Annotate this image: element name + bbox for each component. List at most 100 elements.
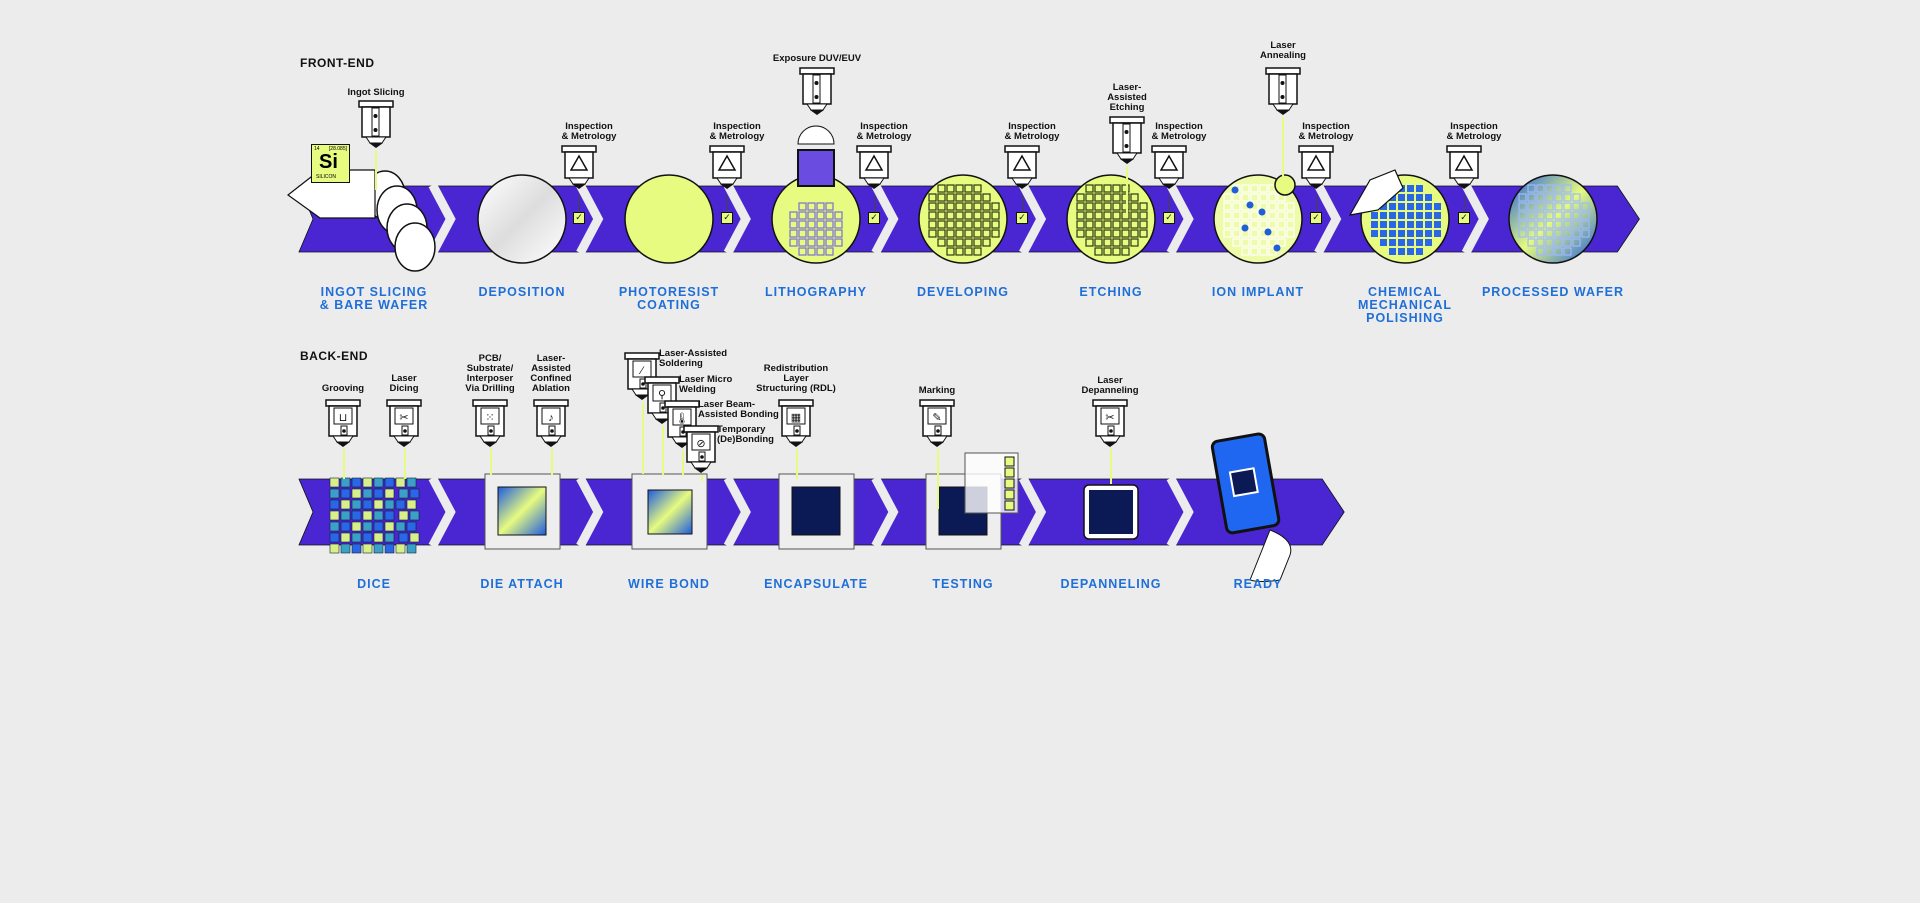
step-developing: DEVELOPING [917,285,1009,299]
die-cell [1554,184,1563,193]
inspection-line [1022,195,1023,213]
die-cell [1416,194,1423,201]
chevron-divider [428,475,456,549]
inspection-shape [1298,145,1334,189]
die-cell [1536,229,1545,238]
die-cell [1572,202,1581,211]
die-cell [964,247,973,256]
die-piece [398,510,409,521]
die-cell [1241,184,1250,193]
tool-label-soldering: Laser-Assisted Soldering [659,348,728,369]
die-cell [1130,211,1139,220]
die-cell [1545,184,1554,193]
die-cell [1094,211,1103,220]
laser-beam [1110,449,1112,484]
svg-text:⁙: ⁙ [485,412,494,424]
die-cell [1425,239,1432,246]
inspection-shape [1004,145,1040,189]
die-cell [982,220,991,229]
die-cell [964,193,973,202]
die-cell [1389,221,1396,228]
die-piece [362,543,373,554]
step-ion-implant: ION IMPLANT [1211,285,1305,299]
die-cell [798,238,807,247]
die-cell [1389,203,1396,210]
die-piece [409,532,420,543]
die-cell [1241,193,1250,202]
die-cell [1250,211,1259,220]
tool-label-laser-etching: Laser- Assisted Etching [1107,82,1147,113]
die-cell [928,211,937,220]
die-cell [955,184,964,193]
die-cell [1085,193,1094,202]
die-cell [1398,248,1405,255]
die-cell [1103,202,1112,211]
tool-label-laser-dicing: Laser Dicing [389,373,419,394]
die-cell [1554,211,1563,220]
tool-label-via-drilling: PCB/ Substrate/ Interposer Via Drilling [465,353,515,394]
svg-text:⚲: ⚲ [658,389,666,401]
die-cell [982,202,991,211]
die-cell [1232,193,1241,202]
die-piece [373,499,384,510]
die-cell [1527,202,1536,211]
die-cell [816,247,825,256]
die-cell [1094,220,1103,229]
die-cell [1223,193,1232,202]
die-cell [1250,229,1259,238]
die-cell [982,193,991,202]
chevron-divider [1166,475,1194,549]
atomic-number: 14 [314,146,320,152]
die-cell [1554,220,1563,229]
tool-head-shape: ✎ [919,399,955,447]
die-cell [1434,212,1441,219]
die-cell [798,229,807,238]
die-cell [937,229,946,238]
ion-dot [1264,228,1272,236]
die-cell [1425,221,1432,228]
die-cell [1121,220,1130,229]
die-cell [1572,193,1581,202]
die-cell [1232,229,1241,238]
die-cell [798,202,807,211]
die-piece [395,543,406,554]
die-cell [928,193,937,202]
test-checkbox [1004,467,1015,478]
die-cell [1085,229,1094,238]
die-piece [398,488,409,499]
die-cell [1434,203,1441,210]
die-cell [1563,220,1572,229]
die-cell [1398,221,1405,228]
die-cell [1572,238,1581,247]
bonding-head-icon: 🌡 [664,400,700,450]
die-cell [946,211,955,220]
die-cell [1241,238,1250,247]
die-cell [1545,193,1554,202]
die-cell [807,202,816,211]
die-cell [816,202,825,211]
die-piece [384,543,395,554]
die-cell [1563,229,1572,238]
die-cell [1563,193,1572,202]
die-cell [1554,229,1563,238]
die-cell [1398,203,1405,210]
inspection-shape [1446,145,1482,189]
die-piece [395,521,406,532]
inspection-check-icon: ✓ [1310,212,1322,224]
inspection-check-icon: ✓ [1458,212,1470,224]
die-cell [1259,247,1268,256]
tool-head-shape: ⊔ [325,399,361,447]
die-cell [1286,202,1295,211]
tool-label-rdl: Redistribution Layer Structuring (RDL) [756,363,836,394]
laser-beam [796,449,798,479]
die-cell [1130,202,1139,211]
die-cell [1259,238,1268,247]
test-checkbox [1004,500,1015,511]
die-cell [1268,193,1277,202]
polishing-glove [1348,169,1404,216]
tool-label-debonding: Temporary (De)Bonding [717,424,774,445]
die-cell [1085,220,1094,229]
die-cell [1380,203,1387,210]
die-cell [1407,194,1414,201]
die-piece [373,521,384,532]
